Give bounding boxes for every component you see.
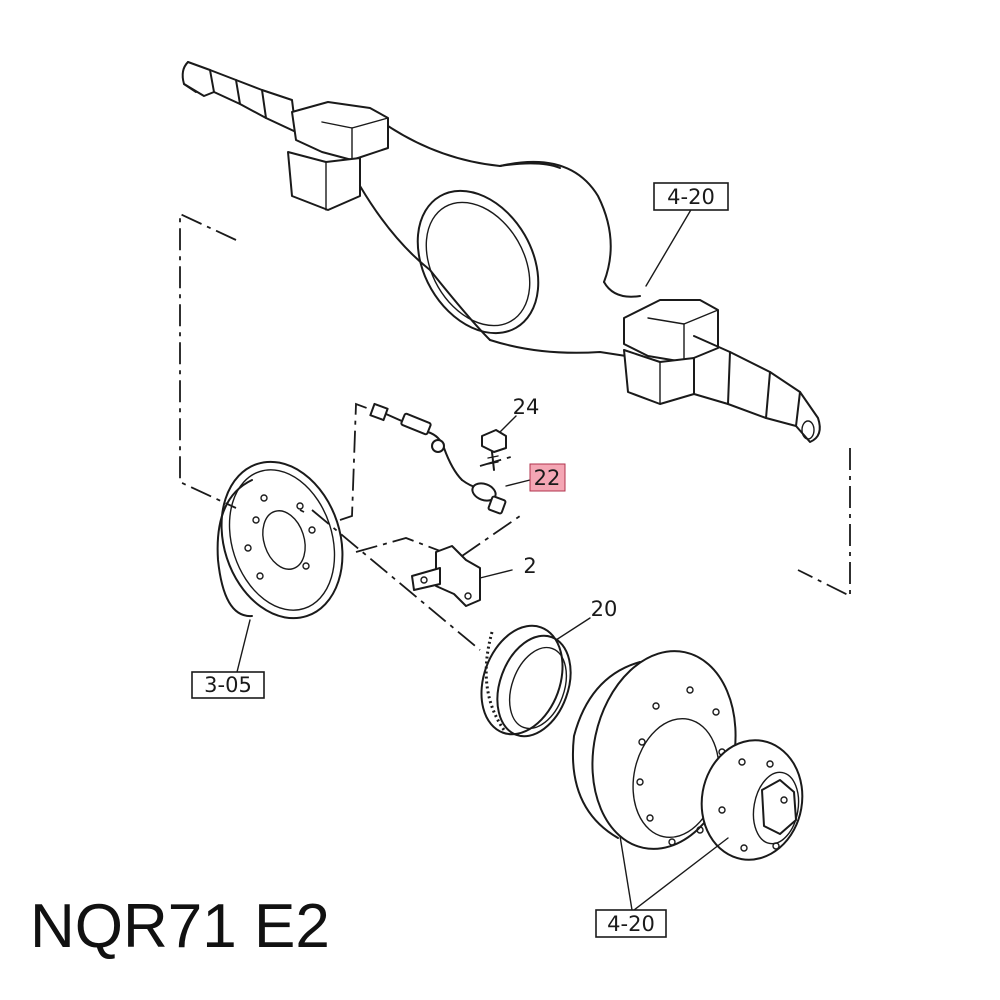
sensor-bracket[interactable] xyxy=(411,545,513,607)
callout-text: 4-20 xyxy=(607,912,655,936)
callout-text: 3-05 xyxy=(204,673,252,697)
callout-bracket: 2 xyxy=(523,554,536,578)
brake-drum[interactable] xyxy=(202,446,362,677)
model-label: NQR71 E2 xyxy=(30,892,330,961)
callout-text: 22 xyxy=(534,466,561,490)
callout-text: 20 xyxy=(591,597,618,621)
assembly-guide-lines xyxy=(179,212,851,651)
callout-text: 4-20 xyxy=(667,185,715,209)
callout-brake-drum: 3-05 xyxy=(191,671,265,699)
abs-wheel-speed-sensor[interactable] xyxy=(369,402,531,515)
callout-sensor-ring: 20 xyxy=(591,597,618,621)
abs-sensor-ring[interactable] xyxy=(467,614,591,746)
callout-bolt: 24 xyxy=(513,395,540,419)
callout-text: 24 xyxy=(513,395,540,419)
callout-hub-disc: 4-20 xyxy=(595,909,667,938)
hub-and-disc[interactable] xyxy=(572,638,812,911)
bolt[interactable] xyxy=(481,415,517,471)
callout-text: 2 xyxy=(523,554,536,578)
callout-abs-sensor: 22 xyxy=(529,463,566,492)
axle-housing[interactable] xyxy=(181,61,821,443)
callout-axle-housing: 4-20 xyxy=(653,182,729,211)
